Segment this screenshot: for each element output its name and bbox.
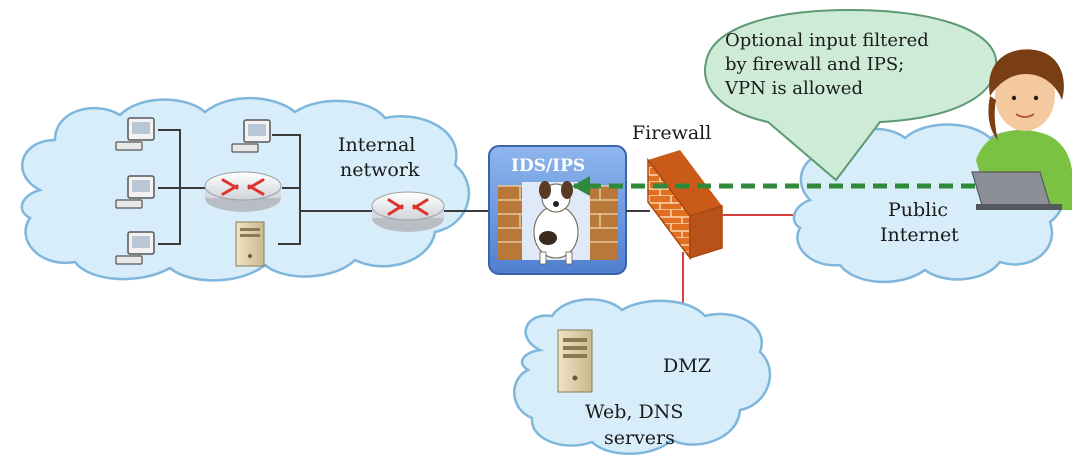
callout-text-line2: by firewall and IPS; xyxy=(725,54,904,75)
workstation-icon xyxy=(115,117,155,151)
callout-text-line1: Optional input filtered xyxy=(725,30,929,51)
public-internet-label-line1: Public xyxy=(888,199,948,221)
internal-network-label-line1: Internal xyxy=(338,134,415,156)
router-icon xyxy=(204,171,282,212)
dmz-servers-label-line1: Web, DNS xyxy=(585,401,683,423)
dmz-servers-label-line2: servers xyxy=(604,427,675,449)
public-internet-label-line2: Internet xyxy=(880,224,959,246)
laptop-user-icon xyxy=(971,49,1072,210)
workstation-icon xyxy=(231,119,271,153)
server-icon xyxy=(235,221,265,267)
workstation-icon xyxy=(115,231,155,265)
callout-bubble xyxy=(704,8,998,182)
dmz-label: DMZ xyxy=(663,355,711,377)
workstation-icon xyxy=(115,175,155,209)
guard-dog-icon xyxy=(498,181,618,265)
internal-network-label-line2: network xyxy=(340,159,420,181)
ids-ips-label: IDS/IPS xyxy=(511,156,585,176)
firewall-label: Firewall xyxy=(632,122,711,144)
callout-text-line3: VPN is allowed xyxy=(724,78,863,99)
lan-wiring xyxy=(158,129,490,245)
brick-wall-firewall-icon xyxy=(647,150,723,261)
ids-ips-box: IDS/IPS xyxy=(488,145,627,275)
server-icon xyxy=(557,329,593,393)
vpn-arrowhead xyxy=(572,176,590,196)
router-icon xyxy=(371,191,445,232)
